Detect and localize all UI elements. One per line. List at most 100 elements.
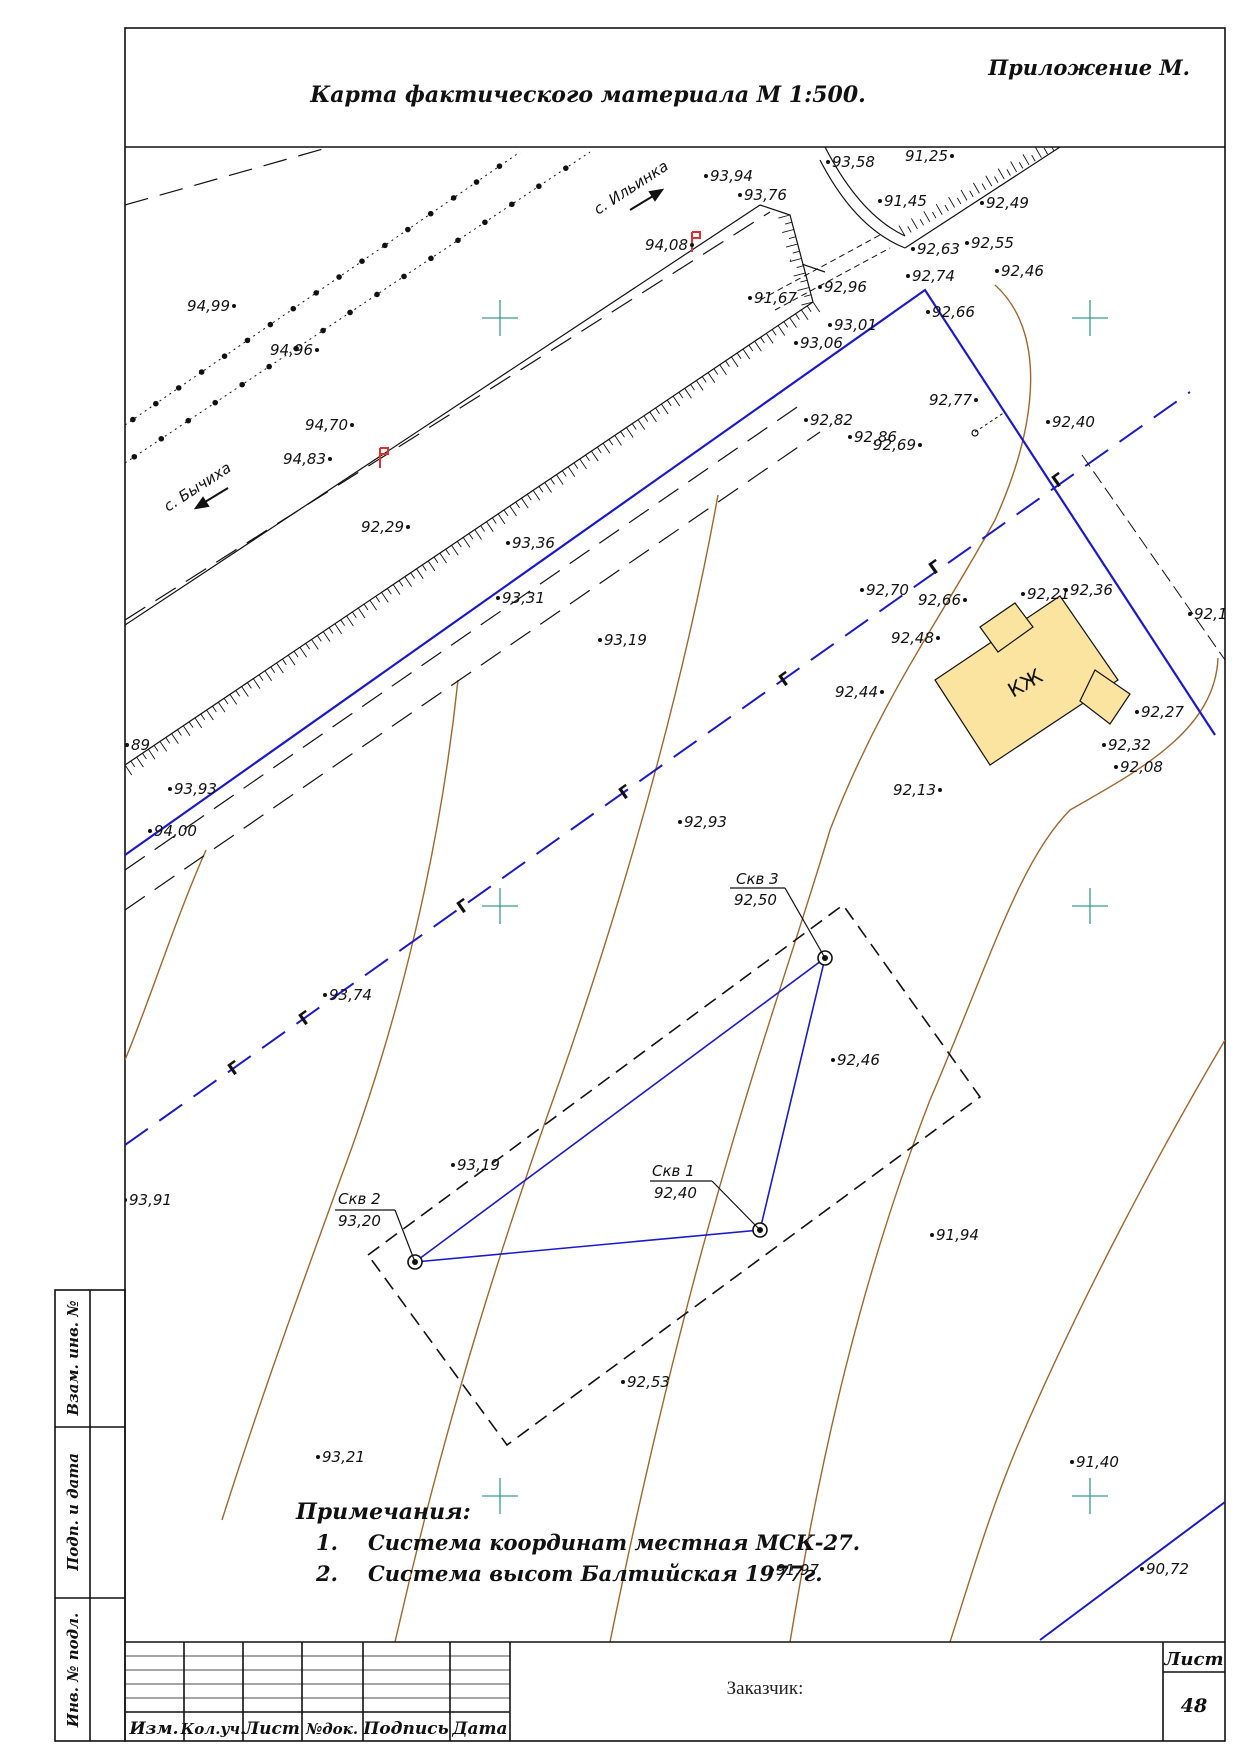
elevation-label: 91,97 bbox=[776, 1561, 819, 1579]
title-block-col-docnum: №док. bbox=[305, 1720, 358, 1738]
pole-dot bbox=[212, 399, 219, 406]
borehole-skv2: Скв 2 93,20 bbox=[335, 1190, 423, 1270]
elevation-dot bbox=[1021, 592, 1025, 596]
elevation-label: 92,21 bbox=[1027, 585, 1070, 603]
hatch-tick bbox=[322, 631, 331, 642]
hatch-tick bbox=[445, 548, 450, 556]
pole-dot bbox=[347, 309, 353, 316]
hatch-tick bbox=[311, 639, 319, 650]
hatch-tick bbox=[1010, 161, 1017, 173]
hatch-tick bbox=[760, 337, 765, 344]
elevation-label: 92,86 bbox=[854, 428, 897, 446]
hatch-tick bbox=[797, 287, 810, 292]
elevation-dot bbox=[1064, 588, 1068, 592]
hatch-tick bbox=[969, 190, 974, 198]
hatch-tick bbox=[293, 650, 299, 658]
pole-dot bbox=[130, 416, 136, 423]
hatch-tick bbox=[637, 419, 646, 430]
hatch-tick bbox=[363, 603, 369, 611]
elevation-label: 92,1 bbox=[1194, 605, 1227, 623]
side-stamp-signature: Подп. и дата bbox=[64, 1453, 82, 1572]
hatch-tick bbox=[1006, 169, 1011, 176]
hatch-tick bbox=[136, 756, 144, 768]
elevation-dot bbox=[965, 241, 969, 245]
side-stamp-inventory: Инв. № подл. bbox=[64, 1613, 82, 1728]
hatch-tick bbox=[1031, 154, 1036, 162]
elevation-dot bbox=[621, 1380, 625, 1384]
elevation-label: 93,76 bbox=[744, 186, 787, 204]
elevation-label: 93,36 bbox=[512, 534, 555, 552]
hatch-tick bbox=[785, 221, 793, 225]
well-icon bbox=[971, 429, 979, 437]
hatch-tick bbox=[381, 592, 389, 603]
elevation-dot bbox=[406, 525, 410, 529]
pole-dot bbox=[244, 337, 251, 344]
hatch-tick bbox=[994, 176, 999, 183]
elevation-dot bbox=[848, 435, 852, 439]
borehole-skv3: Скв 3 92,50 bbox=[730, 870, 833, 966]
elevation-dot bbox=[232, 304, 236, 308]
hatch-tick bbox=[788, 236, 796, 240]
elevation-label: 92,46 bbox=[1001, 262, 1044, 280]
elevation-dot bbox=[918, 443, 922, 447]
elevation-dot bbox=[125, 1198, 127, 1202]
hatch-tick bbox=[960, 189, 968, 201]
pole-dot bbox=[131, 453, 138, 460]
elevation-label: 94,70 bbox=[305, 416, 348, 434]
elevation-label: 94,99 bbox=[187, 297, 230, 315]
hatch-tick bbox=[386, 588, 392, 595]
hatch-tick bbox=[165, 737, 171, 744]
hatch-tick bbox=[730, 356, 739, 368]
elevation-dot bbox=[950, 154, 954, 158]
elevation-dot bbox=[148, 829, 152, 833]
contour-line bbox=[609, 284, 1032, 1642]
elevation-dot bbox=[323, 993, 327, 997]
pole-dot bbox=[267, 321, 274, 328]
pole-dot bbox=[428, 255, 434, 262]
elevation-label: 92,44 bbox=[835, 683, 878, 701]
pole-dot bbox=[405, 226, 411, 233]
hatch-tick bbox=[713, 368, 719, 375]
hatch-tick bbox=[375, 596, 381, 603]
elevation-dot bbox=[831, 1058, 835, 1062]
contour-line bbox=[221, 679, 459, 1521]
contour-line bbox=[949, 1039, 1225, 1642]
hatch-tick bbox=[561, 470, 567, 477]
hatch-tick bbox=[1059, 147, 1060, 148]
elevation-label: 93,91 bbox=[129, 1191, 172, 1209]
borehole-skv1: Скв 1 92,40 bbox=[650, 1162, 768, 1238]
hatch-tick bbox=[305, 643, 311, 650]
hatch-tick bbox=[812, 301, 821, 313]
hatch-tick bbox=[153, 745, 159, 752]
hatch-tick bbox=[317, 635, 322, 642]
gas-pipeline bbox=[125, 391, 1191, 1146]
hatch-tick bbox=[777, 325, 786, 336]
hatch-tick bbox=[125, 764, 133, 776]
elevation-dot bbox=[1188, 612, 1192, 616]
hatch-tick bbox=[229, 694, 238, 705]
elevation-dot bbox=[926, 310, 930, 314]
pole-dot bbox=[320, 327, 326, 334]
elevation-dot bbox=[804, 418, 808, 422]
hatch-tick bbox=[521, 497, 529, 509]
elevation-label: 92,77 bbox=[929, 391, 972, 409]
elevation-dot bbox=[980, 201, 984, 205]
hatch-tick bbox=[806, 305, 812, 312]
title-block-col-date: Дата bbox=[451, 1719, 507, 1739]
elevation-label: 91,94 bbox=[936, 1226, 979, 1244]
hatch-tick bbox=[789, 258, 802, 263]
pole-dot bbox=[175, 385, 182, 391]
elevation-label: 89 bbox=[131, 736, 150, 754]
borehole-links bbox=[414, 956, 827, 1263]
hatch-tick bbox=[690, 384, 695, 391]
powerline-rows bbox=[125, 151, 591, 464]
hatch-tick bbox=[369, 599, 377, 611]
pole-dot bbox=[266, 363, 272, 370]
hatch-tick bbox=[334, 623, 342, 634]
hatch-tick bbox=[672, 395, 681, 407]
powerline-poles bbox=[130, 163, 569, 460]
grid-crosses bbox=[482, 300, 1108, 1514]
hatch-tick bbox=[503, 509, 509, 517]
building-kzh: КЖ bbox=[934, 595, 1131, 766]
